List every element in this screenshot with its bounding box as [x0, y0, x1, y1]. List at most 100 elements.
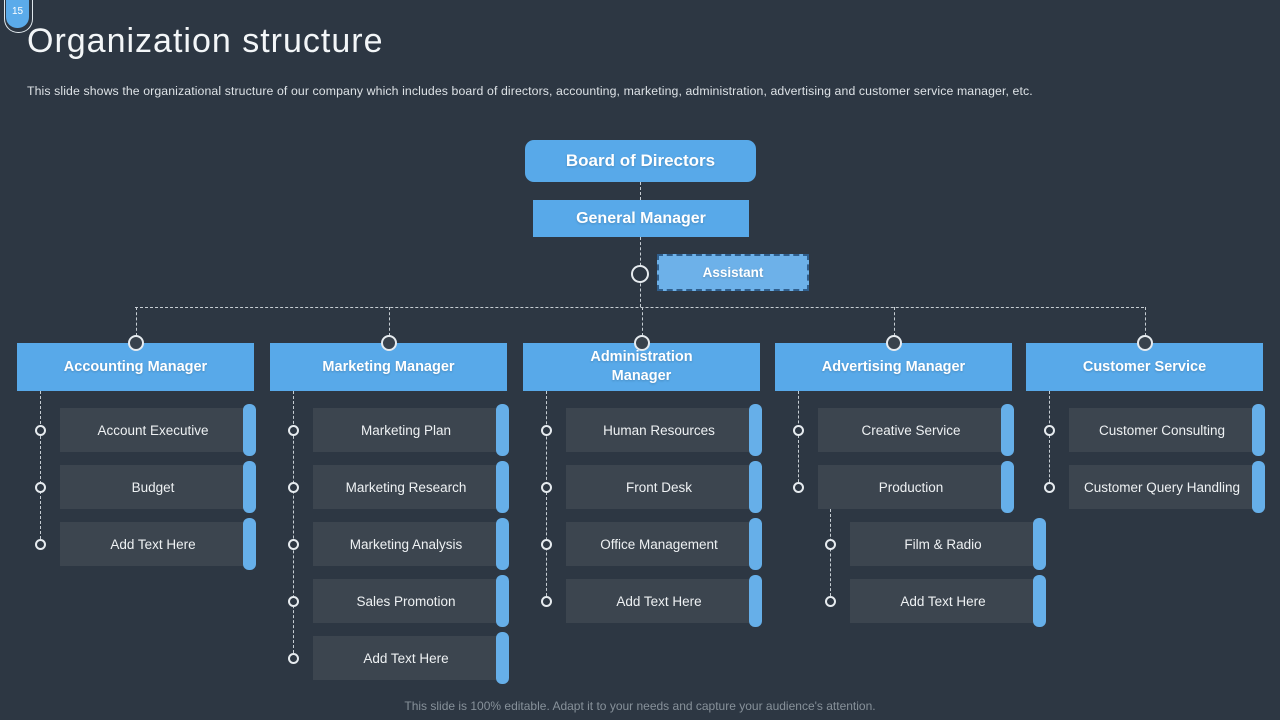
general-manager-box: General Manager	[533, 200, 749, 237]
item-connector-node	[541, 539, 552, 550]
item-box: Marketing Plan	[313, 404, 509, 456]
item-box: Office Management	[566, 518, 762, 570]
item-box: Human Resources	[566, 404, 762, 456]
item-box: Sales Promotion	[313, 575, 509, 627]
item-connector-node	[541, 425, 552, 436]
connector-board-to-gm	[640, 182, 641, 200]
item-box: Creative Service	[818, 404, 1014, 456]
connector-row-line	[135, 307, 1144, 308]
item-side-bar	[749, 404, 762, 456]
item-box: Marketing Analysis	[313, 518, 509, 570]
item-box: Production	[818, 461, 1014, 513]
item-side-bar	[749, 461, 762, 513]
item-box: Add Text Here	[850, 575, 1046, 627]
item-label: Add Text Here	[110, 536, 196, 552]
item-label: Customer Query Handling	[1083, 479, 1241, 495]
item-box: Add Text Here	[60, 518, 256, 570]
item-label: Customer Consulting	[1098, 422, 1226, 438]
manager-label: Accounting Manager	[63, 358, 208, 375]
item-connector-node	[1044, 425, 1055, 436]
item-side-bar	[496, 575, 509, 627]
item-box: Add Text Here	[313, 632, 509, 684]
item-label: Marketing Plan	[360, 422, 452, 438]
slide-title: Organization structure	[27, 22, 384, 60]
item-side-bar	[243, 461, 256, 513]
item-side-bar	[496, 518, 509, 570]
item-box: Customer Consulting	[1069, 404, 1265, 456]
item-side-bar	[243, 404, 256, 456]
connector-stub	[388, 307, 390, 336]
item-box: Add Text Here	[566, 575, 762, 627]
manager-label: Administration Manager	[590, 349, 693, 384]
assistant-box: Assistant	[657, 254, 809, 291]
item-connector-node	[793, 482, 804, 493]
item-side-bar	[1252, 461, 1265, 513]
item-label: Front Desk	[625, 479, 693, 495]
item-connector-node	[288, 653, 299, 664]
item-connector-node	[288, 539, 299, 550]
manager-box: Customer Service	[1026, 343, 1263, 391]
connector-stub	[893, 307, 895, 336]
item-label: Add Text Here	[616, 593, 702, 609]
item-connector-node	[541, 596, 552, 607]
manager-box: Advertising Manager	[775, 343, 1012, 391]
item-side-bar	[1252, 404, 1265, 456]
item-side-bar	[1001, 461, 1014, 513]
item-label: Human Resources	[603, 422, 715, 438]
manager-connector-node	[885, 335, 902, 351]
manager-connector-node	[633, 335, 650, 351]
item-side-bar	[496, 404, 509, 456]
item-label: Production	[878, 479, 944, 495]
manager-connector-node	[1136, 335, 1153, 351]
item-label: Budget	[131, 479, 175, 495]
item-label: Marketing Research	[345, 479, 467, 495]
item-side-bar	[1001, 404, 1014, 456]
item-side-bar	[749, 518, 762, 570]
manager-label: Advertising Manager	[821, 358, 966, 375]
item-label: Sales Promotion	[356, 593, 456, 609]
item-connector-node	[541, 482, 552, 493]
connector-stub	[135, 307, 137, 336]
manager-connector-node	[127, 335, 144, 351]
item-box: Marketing Research	[313, 461, 509, 513]
sub-connector-line	[830, 509, 831, 601]
item-connector-node	[35, 425, 46, 436]
page-number: 15	[11, 6, 24, 17]
column-connector-line	[40, 391, 41, 544]
item-box: Front Desk	[566, 461, 762, 513]
item-connector-node	[35, 539, 46, 550]
item-label: Add Text Here	[363, 650, 449, 666]
column-connector-line	[798, 391, 799, 487]
page-number-badge: 15	[4, 0, 33, 33]
column-connector-line	[546, 391, 547, 601]
board-of-directors-box: Board of Directors	[525, 140, 756, 182]
column-connector-line	[1049, 391, 1050, 487]
item-label: Add Text Here	[900, 593, 986, 609]
item-side-bar	[749, 575, 762, 627]
item-connector-node	[35, 482, 46, 493]
item-connector-node	[288, 482, 299, 493]
item-side-bar	[1033, 575, 1046, 627]
item-connector-node	[288, 425, 299, 436]
item-connector-node	[825, 596, 836, 607]
manager-label: Marketing Manager	[322, 358, 455, 375]
item-label: Film & Radio	[904, 536, 982, 552]
item-connector-node	[1044, 482, 1055, 493]
item-box: Budget	[60, 461, 256, 513]
connector-stub	[1144, 307, 1146, 336]
item-side-bar	[243, 518, 256, 570]
item-box: Film & Radio	[850, 518, 1046, 570]
manager-box: Accounting Manager	[17, 343, 254, 391]
item-side-bar	[496, 461, 509, 513]
manager-box: Administration Manager	[523, 343, 760, 391]
item-side-bar	[496, 632, 509, 684]
item-connector-node	[793, 425, 804, 436]
slide-footer: This slide is 100% editable. Adapt it to…	[404, 699, 876, 713]
manager-label: Customer Service	[1082, 358, 1207, 375]
item-label: Office Management	[600, 536, 718, 552]
manager-connector-node	[380, 335, 397, 351]
column-connector-line	[293, 391, 294, 658]
item-label: Marketing Analysis	[349, 536, 463, 552]
connector-stub	[641, 307, 643, 336]
